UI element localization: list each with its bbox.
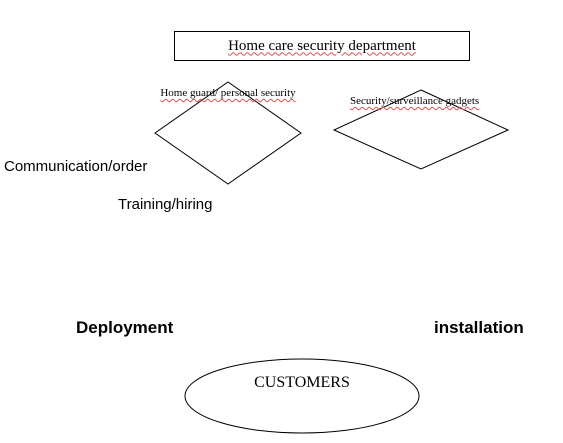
customers-label: CUSTOMERS	[254, 374, 350, 391]
gadgets-label: Security/surveillance gadgets	[350, 95, 480, 107]
installation-label: installation	[434, 318, 524, 337]
customers-ellipse	[184, 358, 420, 434]
deployment-label: Deployment	[76, 318, 174, 337]
department-title-box: Home care security department	[174, 31, 470, 61]
communication-label: Communication/order	[4, 158, 148, 175]
department-title: Home care security department	[228, 37, 416, 54]
training-label: Training/hiring	[118, 196, 213, 213]
home-guard-diamond	[154, 81, 302, 185]
home-guard-label: Home guard/ personal security	[160, 87, 296, 99]
gadgets-diamond	[332, 89, 510, 170]
